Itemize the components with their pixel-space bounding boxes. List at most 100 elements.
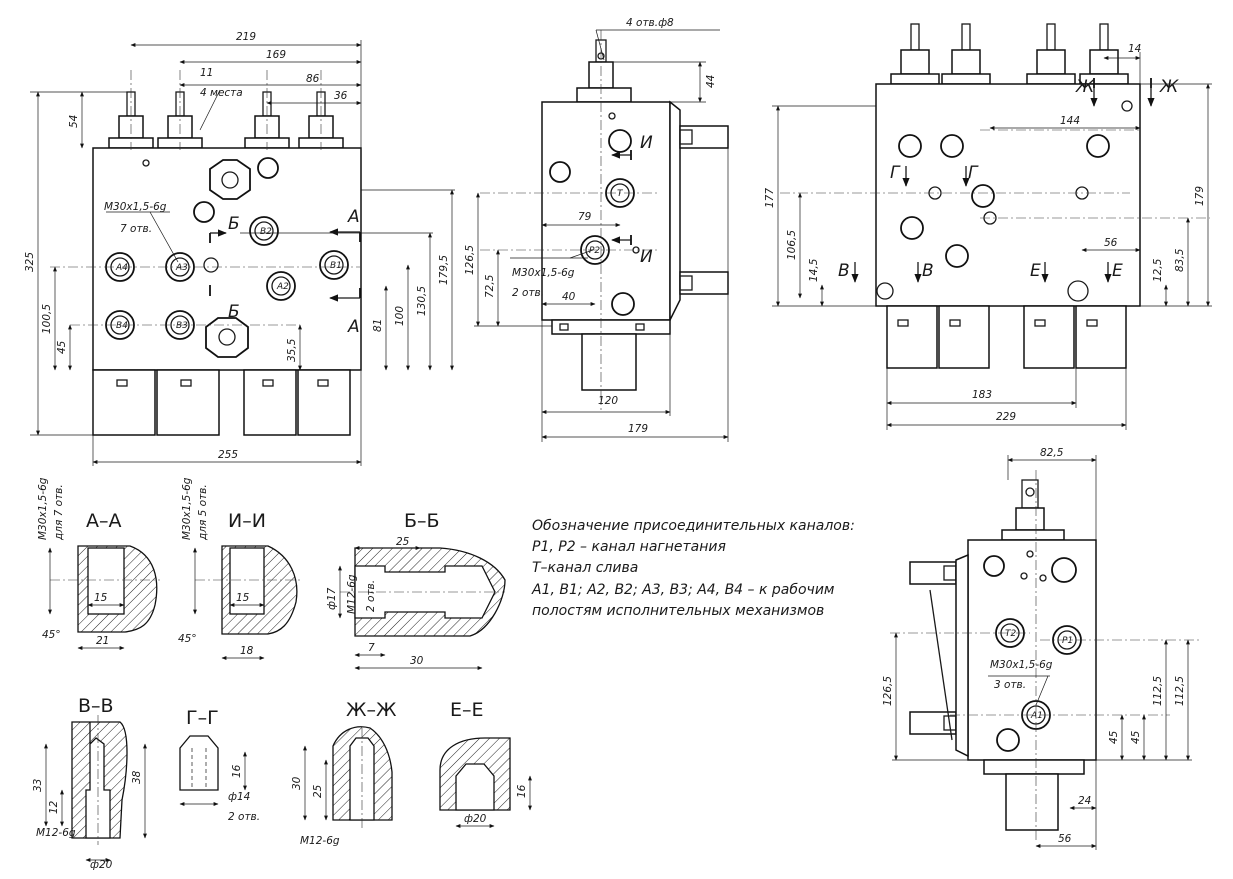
cut-mark-b-bottom: Б (228, 302, 240, 322)
section-bb-count: 2 отв. (365, 580, 377, 612)
section-gg-count: 2 отв. (228, 811, 260, 823)
front-thread-label: М30х1,5-6g (104, 201, 167, 213)
section-vv-dia: ф20 (90, 859, 113, 871)
dim-54: 54 (68, 115, 80, 128)
section-ee-title: Е–Е (450, 699, 484, 721)
section-ii-angle: 45° (178, 633, 197, 645)
cut-mark-v-left: В (838, 261, 850, 281)
section-ee: Е–Е 16 ф20 (439, 699, 532, 828)
right-dim-24: 24 (1078, 795, 1091, 807)
section-aa: А–А М30х1,5-6g для 7 отв. 15 21 45° (37, 477, 160, 650)
port-label-b1: B1 (330, 261, 342, 271)
top-dim-179: 179 (1194, 186, 1206, 206)
top-body (875, 83, 1141, 307)
dim-219: 219 (236, 31, 256, 43)
side-thread-label: М30х1,5-6g (512, 267, 575, 279)
section-vv-12: 12 (48, 800, 60, 814)
front-view: A4 A3 B1 B2 A2 B4 B3 Б А Б А (24, 31, 455, 466)
section-zhzh-thread: М12-6g (300, 835, 340, 847)
top-dim-83-5: 83,5 (1174, 248, 1186, 272)
side-view: T P2 И И 4 отв.ф8 44 79 126,5 72,5 40 12… (464, 17, 729, 442)
right-dim-82-5: 82,5 (1040, 447, 1064, 459)
cut-mark-zh-right: Ж (1159, 77, 1179, 97)
side-dim-40: 40 (562, 291, 576, 303)
port-label-a4: A4 (115, 263, 128, 273)
side-port-t: T (617, 189, 624, 199)
section-aa-title: А–А (86, 510, 122, 532)
section-vv-thread: М12-6g (36, 827, 76, 839)
section-vv-38: 38 (131, 770, 143, 784)
right-view: T2 P1 A1 82,5 126,5 112,5 112,5 45 45 24… (882, 447, 1200, 850)
right-port-p1: P1 (1062, 636, 1073, 646)
cut-mark-e-left: Е (1030, 261, 1041, 281)
section-aa-count: для 7 отв. (53, 484, 65, 541)
section-ii-thread: М30х1,5-6g (181, 477, 193, 540)
side-thread-count: 2 отв. (512, 287, 544, 299)
legend-heading: Обозначение присоединительных каналов: (532, 518, 855, 534)
section-ii-title: И–И (228, 510, 266, 532)
section-ee-dia: ф20 (464, 813, 487, 825)
section-ii-d2: 18 (240, 645, 254, 657)
side-dim-120: 120 (598, 395, 618, 407)
dim-81: 81 (372, 319, 384, 332)
section-bb-dia: ф17 (326, 587, 338, 610)
section-ee-16: 16 (516, 784, 528, 798)
top-dim-14-5: 14,5 (808, 258, 820, 282)
right-dim-45-a: 45 (1108, 730, 1120, 744)
side-port-p2: P2 (589, 246, 600, 256)
dim-169: 169 (266, 49, 286, 61)
port-label-b2: B2 (260, 227, 272, 237)
section-vv-title: В–В (78, 695, 114, 717)
section-bb: Б–Б 25 ф17 М12-6g 2 отв. 7 30 (326, 510, 506, 670)
section-aa-angle: 45° (42, 629, 61, 641)
port-label-b3: B3 (176, 321, 188, 331)
right-dim-126-5: 126,5 (882, 676, 894, 706)
section-vv-33: 33 (32, 779, 44, 792)
side-body (541, 101, 671, 321)
dim-130-5: 130,5 (416, 286, 428, 316)
right-port-t2: T2 (1005, 629, 1016, 639)
dim-4-places: 4 места (200, 87, 243, 99)
legend-line4: полостям исполнительных механизмов (532, 603, 824, 619)
cut-mark-b-top: Б (228, 214, 240, 234)
legend-line2: T–канал слива (532, 560, 638, 576)
dim-100: 100 (394, 306, 406, 326)
port-label-a2: A2 (276, 282, 289, 292)
cut-mark-g-left: Г (890, 163, 901, 183)
section-ii-count: для 5 отв. (197, 484, 209, 541)
cut-mark-i-top: И (640, 133, 653, 153)
right-dim-112-5-b: 112,5 (1174, 676, 1186, 706)
top-dim-177: 177 (764, 188, 776, 208)
top-view: Ж Ж Г Г В В Е Е 14 144 177 106,5 14,5 56… (764, 23, 1212, 430)
dim-255: 255 (218, 449, 238, 461)
section-bb-len: 25 (396, 536, 410, 548)
section-ii-d1: 15 (236, 592, 250, 604)
top-dim-183: 183 (972, 389, 992, 401)
right-thread-label: М30х1,5-6g (990, 659, 1053, 671)
dim-35-5: 35,5 (286, 338, 298, 362)
section-zhzh: Ж–Ж 30 25 М12-6g (291, 699, 397, 847)
front-body (92, 147, 362, 371)
section-vv: В–В 33 12 38 М12-6g ф20 (32, 695, 147, 871)
side-dim-72-5: 72,5 (484, 274, 496, 298)
section-gg-dia: ф14 (228, 791, 250, 803)
section-bb-thread: М12-6g (346, 574, 358, 614)
section-bb-30: 30 (410, 655, 424, 667)
section-ii: И–И М30х1,5-6g для 5 отв. 15 18 45° (178, 477, 300, 660)
side-dim-79: 79 (578, 211, 592, 223)
right-port-a1: A1 (1030, 711, 1043, 721)
dim-325: 325 (24, 252, 36, 272)
dim-45: 45 (56, 340, 68, 354)
top-dim-14: 14 (1128, 43, 1141, 55)
port-label-b4: B4 (116, 321, 128, 331)
right-dim-56: 56 (1058, 833, 1072, 845)
front-solenoids (92, 369, 351, 436)
dim-179-5: 179,5 (438, 255, 450, 285)
top-dim-144: 144 (1060, 115, 1080, 127)
dim-86: 86 (306, 73, 320, 85)
side-dim-179: 179 (628, 423, 648, 435)
right-dim-112-5-a: 112,5 (1152, 676, 1164, 706)
right-dim-45-b: 45 (1130, 730, 1142, 744)
top-solenoids (886, 305, 1127, 369)
